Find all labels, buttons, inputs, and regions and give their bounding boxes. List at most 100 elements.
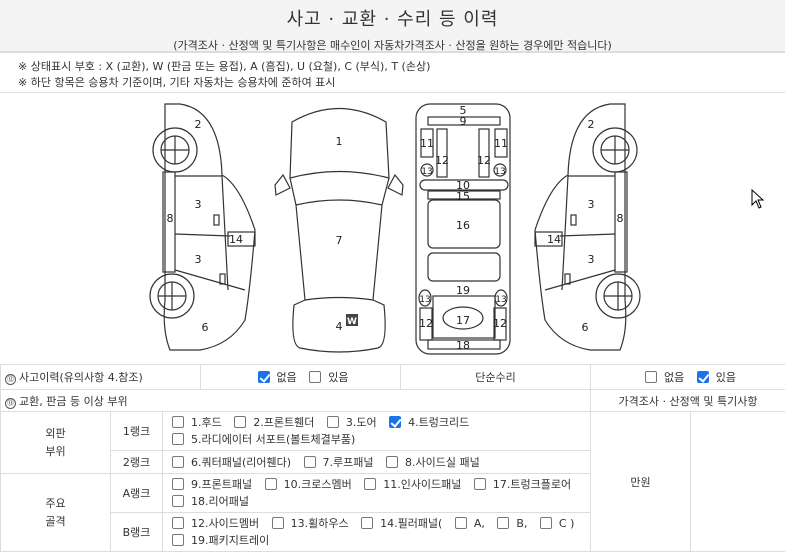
part-checkbox[interactable] <box>234 416 246 428</box>
part-number-label: 17 <box>456 314 470 327</box>
part-checkbox[interactable] <box>455 517 467 529</box>
part-label: C ) <box>559 517 574 530</box>
part-number-label: 4 <box>336 320 343 333</box>
car-right-side: 2 3 3 8 14 6 <box>535 104 640 350</box>
part-label: 7.루프패널 <box>323 456 374 469</box>
car-left-side: 2 3 3 8 14 6 <box>150 104 255 350</box>
part-checkbox[interactable] <box>327 416 339 428</box>
part-checkbox[interactable] <box>172 416 184 428</box>
part-checkbox[interactable] <box>172 478 184 490</box>
part-number-label: 11 <box>420 137 434 150</box>
part-checkbox[interactable] <box>304 456 316 468</box>
abnormal-parts-label: 교환, 판금 등 이상 부위 <box>19 395 128 408</box>
accident-none-checkbox[interactable] <box>258 371 270 383</box>
car-diagram: 2 3 3 8 14 6 1 7 4 W 5 9 11 11 <box>0 94 785 362</box>
part-number-label: 12 <box>477 154 491 167</box>
part-label: B, <box>516 517 527 530</box>
part-number-label: 1 <box>336 135 343 148</box>
group-label: 주요 골격 <box>1 474 111 552</box>
part-checkbox[interactable] <box>272 517 284 529</box>
part-number-label: 2 <box>588 118 595 131</box>
part-number-label: 6 <box>202 321 209 334</box>
part-number-label: 7 <box>336 234 343 247</box>
accident-yes-checkbox[interactable] <box>309 371 321 383</box>
part-checkbox[interactable] <box>386 456 398 468</box>
page-subtitle: (가격조사 · 산정액 및 특기사항은 매수인이 자동차가격조사 · 산정을 원… <box>0 37 785 53</box>
part-label: A, <box>474 517 485 530</box>
part-label: 12.사이드멤버 <box>191 517 259 530</box>
simple-repair-yes-checkbox[interactable] <box>697 371 709 383</box>
car-top-view: 1 7 4 W <box>275 109 403 353</box>
part-number-label: 8 <box>617 212 624 225</box>
notes: ※ 상태표시 부호 : X (교환), W (판금 또는 용접), A (흠집)… <box>0 55 785 93</box>
part-checkbox[interactable] <box>172 456 184 468</box>
part-number-label: 12 <box>493 317 507 330</box>
part-label: 9.프론트패널 <box>191 478 252 491</box>
price-notes-field[interactable] <box>691 412 785 552</box>
part-number-label: 13 <box>494 167 505 177</box>
part-number-label: 13 <box>495 295 506 305</box>
part-label: 4.트렁크리드 <box>408 416 469 429</box>
part-number-label: 16 <box>456 219 470 232</box>
part-checkbox[interactable] <box>474 478 486 490</box>
rank-label: B랭크 <box>111 513 163 552</box>
note-symbols: ※ 상태표시 부호 : X (교환), W (판금 또는 용접), A (흠집)… <box>18 59 785 75</box>
part-number-label: 12 <box>435 154 449 167</box>
part-label: 11.인사이드패널 <box>383 478 461 491</box>
part-checkbox[interactable] <box>172 433 184 445</box>
part-checkbox[interactable] <box>389 416 401 428</box>
part-checkbox[interactable] <box>265 478 277 490</box>
part-number-label: 15 <box>456 190 470 203</box>
part-number-label: 11 <box>494 137 508 150</box>
simple-repair-label: 단순수리 <box>401 365 591 390</box>
mouse-cursor-icon <box>751 189 765 209</box>
note-basis: ※ 하단 항목은 승용차 기준이며, 기타 자동차는 승용차에 준하여 표시 <box>18 75 785 91</box>
part-number-label: 13 <box>421 167 432 177</box>
part-label: 18.리어패널 <box>191 495 249 508</box>
part-number-label: 3 <box>195 198 202 211</box>
part-checkbox[interactable] <box>361 517 373 529</box>
part-number-label: 14 <box>229 233 243 246</box>
car-underbody: 5 9 11 11 12 12 13 13 10 15 16 19 13 13 … <box>416 104 510 354</box>
part-number-label: 8 <box>167 212 174 225</box>
part-checkbox[interactable] <box>540 517 552 529</box>
part-label: 17.트렁크플로어 <box>493 478 571 491</box>
part-number-label: 3 <box>588 198 595 211</box>
part-number-label: 19 <box>456 284 470 297</box>
part-label: 6.쿼터패널(리어휀다) <box>191 456 291 469</box>
part-label: 3.도어 <box>346 416 377 429</box>
rank-label: A랭크 <box>111 474 163 513</box>
part-label: 5.라디에이터 서포트(볼트체결부품) <box>191 433 355 446</box>
part-checkbox[interactable] <box>172 517 184 529</box>
part-checkbox[interactable] <box>172 534 184 546</box>
part-label: 19.패키지트레이 <box>191 534 269 547</box>
price-unit: 만원 <box>591 412 691 552</box>
part-label: 13.휠하우스 <box>291 517 349 530</box>
part-label: 10.크로스멤버 <box>284 478 352 491</box>
part-number-label: 2 <box>195 118 202 131</box>
part-label: 1.후드 <box>191 416 222 429</box>
part-number-label: 9 <box>460 115 467 128</box>
accident-history-label: 사고이력(유의사항 4.참조) <box>19 371 143 384</box>
page-title: 사고 · 교환 · 수리 등 이력 <box>0 0 785 31</box>
rank-label: 1랭크 <box>111 412 163 451</box>
price-notes-label: 가격조사 · 산정액 및 특기사항 <box>591 390 785 412</box>
part-checkbox[interactable] <box>364 478 376 490</box>
part-number-label: 6 <box>582 321 589 334</box>
part-number-label: 3 <box>195 253 202 266</box>
part-number-label: 18 <box>456 339 470 352</box>
part-checkbox[interactable] <box>172 495 184 507</box>
part-label: 2.프론트휀더 <box>253 416 314 429</box>
part-checkbox[interactable] <box>497 517 509 529</box>
damage-badge-w: W <box>347 317 357 327</box>
group-label: 외판 부위 <box>1 412 111 474</box>
part-number-label: 13 <box>419 295 430 305</box>
rank-label: 2랭크 <box>111 451 163 474</box>
part-number-label: 3 <box>588 253 595 266</box>
part-label: 14.필러패널( <box>380 517 442 530</box>
part-number-label: 12 <box>419 317 433 330</box>
part-number-label: 14 <box>547 233 561 246</box>
simple-repair-none-checkbox[interactable] <box>645 371 657 383</box>
